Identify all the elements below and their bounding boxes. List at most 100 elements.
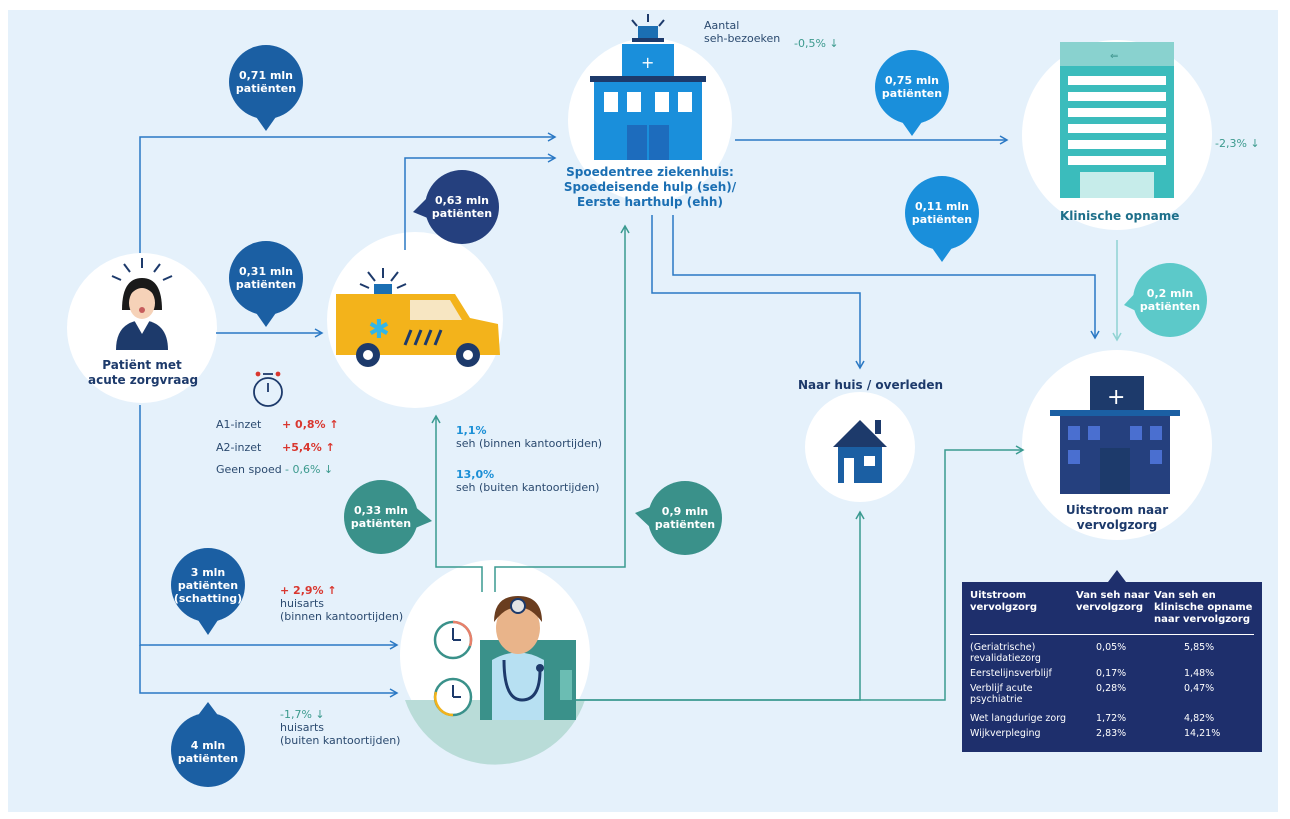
- seh-label-line: Eerste harthulp (ehh): [577, 195, 723, 209]
- seh-visits-change: -0,5% ↓: [794, 37, 839, 50]
- row-label: Wet langdurige zorg: [970, 713, 1066, 724]
- seh-visits-label-line: Aantal: [704, 19, 740, 32]
- ambulance-stat-a2-change: +5,4% ↑: [282, 441, 335, 454]
- table-row: (Geriatrische) revalidatiezorg: [970, 642, 1041, 664]
- bubble-b4-value: 4 mln: [190, 739, 226, 752]
- referral-label: seh (buiten kantoortijden): [456, 481, 600, 494]
- bubble-b033-value: 0,33 mln: [353, 504, 409, 517]
- outflow-label-line: vervolgzorg: [1076, 518, 1158, 532]
- gp-stat-value: -1,7%: [280, 708, 312, 721]
- bubble-b02-unit: patiënten: [1139, 300, 1201, 313]
- bubble-b063-unit: patiënten: [431, 207, 493, 220]
- stat-value: + 0,8%: [282, 418, 326, 431]
- row-label: (Geriatrische): [970, 642, 1036, 653]
- table-header-line: vervolgzorg: [970, 602, 1037, 613]
- outflow-label-line: Uitstroom naar: [1065, 503, 1169, 517]
- svg-text:+: +: [1107, 385, 1125, 410]
- table-header-line: naar vervolgzorg: [1154, 614, 1251, 625]
- row-label: Wijkverpleging: [970, 728, 1041, 739]
- bubble-b031-unit: patiënten: [235, 278, 297, 291]
- table-header-category: Uitstroom vervolgzorg: [970, 590, 1037, 614]
- row-label: Verblijf acute: [970, 683, 1033, 694]
- bubble-b071-value: 0,71 mln: [238, 69, 294, 82]
- seh-visits-label-line: seh-bezoeken: [704, 32, 781, 45]
- teal-flow-lines: [431, 224, 1025, 701]
- patient-label: Patiënt met acute zorgvraag: [88, 358, 198, 388]
- ambulance-icon: ✱: [336, 268, 500, 367]
- bubble-b4-unit: patiënten: [177, 752, 239, 765]
- bubble-b02-value: 0,2 mln: [1146, 287, 1194, 300]
- svg-text:✱: ✱: [368, 315, 390, 345]
- row-label: revalidatiezorg: [970, 653, 1041, 664]
- bubble-b071-shape: [229, 45, 303, 131]
- row-value-seh-klinisch: 4,82%: [1184, 713, 1215, 724]
- gp-stat-buiten: -1,7% ↓ huisarts (buiten kantoortijden): [280, 708, 400, 747]
- table-header-line: Van seh naar: [1076, 590, 1150, 601]
- seh-label-line: Spoedeisende hulp (seh)/: [563, 180, 737, 194]
- home-label: Naar huis / overleden: [798, 378, 944, 392]
- bubble-b011-value: 0,11 mln: [914, 200, 970, 213]
- table-divider: [970, 634, 1254, 635]
- ambulance-stat-a2: A2-inzet: [216, 441, 261, 454]
- row-value-seh: 0,28%: [1096, 683, 1127, 694]
- table-row: Eerstelijnsverblijf: [970, 668, 1052, 679]
- ambulance-stat-none-change: - 0,6% ↓: [285, 463, 333, 476]
- bubble-b033-shape: [344, 480, 432, 554]
- stopwatch-icon: [253, 371, 283, 407]
- bubble-b011-unit: patiënten: [911, 213, 973, 226]
- ambulance-stat-a1: A1-inzet: [216, 418, 261, 431]
- clinical-change: -2,3% ↓: [1215, 137, 1260, 150]
- stat-label: Geen spoed: [216, 463, 282, 476]
- table-header-line: vervolgzorg: [1076, 602, 1143, 613]
- row-value-seh: 2,83%: [1096, 728, 1127, 739]
- bubble-b3-unit: patiënten: [177, 578, 239, 592]
- outflow-label: Uitstroom naar vervolgzorg: [1058, 503, 1176, 533]
- referral-value: 13,0%: [456, 468, 495, 481]
- bubble-b02-shape: [1124, 263, 1207, 337]
- clinical-change-value: -2,3%: [1215, 137, 1247, 150]
- row-value-seh-klinisch: 0,47%: [1184, 683, 1215, 694]
- seh-label-line: Spoedentree ziekenhuis:: [566, 165, 734, 179]
- gp-stat-label: (buiten kantoortijden): [280, 734, 401, 747]
- table-header-line: klinische opname: [1154, 602, 1253, 613]
- patient-label-line: Patiënt met: [102, 358, 182, 372]
- clinical-building-icon: ⇐: [1060, 42, 1174, 198]
- outflow-table: Uitstroom vervolgzorg Van seh naar vervo…: [962, 582, 1262, 752]
- svg-text:⇐: ⇐: [1110, 51, 1118, 62]
- gp-stat-binnen: + 2,9% ↑ huisarts (binnen kantoortijden): [280, 584, 403, 623]
- arrow-down-icon: ↓: [829, 37, 839, 50]
- arrow-up-icon: ↑: [327, 584, 337, 597]
- bubble-b011-shape: [905, 176, 979, 262]
- care-building-icon: +: [1050, 376, 1180, 494]
- bubble-b3-value: 3 mln: [190, 565, 226, 579]
- bubble-b033-unit: patiënten: [350, 517, 412, 530]
- general-practitioner-icon: [480, 596, 576, 720]
- gp-stat-label: (binnen kantoortijden): [280, 610, 404, 623]
- bubble-b09-value: 0,9 mln: [661, 505, 709, 518]
- bubble-b063-value: 0,63 mln: [434, 194, 490, 207]
- stat-label: A2-inzet: [216, 441, 262, 454]
- arrow-down-icon: ↓: [1250, 137, 1260, 150]
- patient-icon: [111, 258, 173, 350]
- bubble-b075-shape: [875, 50, 949, 136]
- stat-value: +5,4%: [282, 441, 322, 454]
- table-row: Verblijf acute psychiatrie: [970, 683, 1032, 705]
- arrow-down-icon: ↓: [323, 463, 334, 476]
- seh-visits-change-value: -0,5%: [794, 37, 826, 50]
- row-value-seh: 0,17%: [1096, 668, 1127, 679]
- bubble-b031-shape: [229, 241, 303, 327]
- row-value-seh: 1,72%: [1096, 713, 1127, 724]
- table-row: Wijkverpleging: [970, 728, 1041, 739]
- table-header-seh-klinisch: Van seh en klinische opname naar vervolg…: [1154, 590, 1252, 626]
- referral-value: 1,1%: [456, 424, 487, 437]
- row-value-seh-klinisch: 5,85%: [1184, 642, 1215, 653]
- bubble-b09-shape: [635, 481, 722, 555]
- referral-buiten: 13,0% seh (buiten kantoortijden): [456, 468, 599, 494]
- svg-text:+: +: [641, 53, 654, 72]
